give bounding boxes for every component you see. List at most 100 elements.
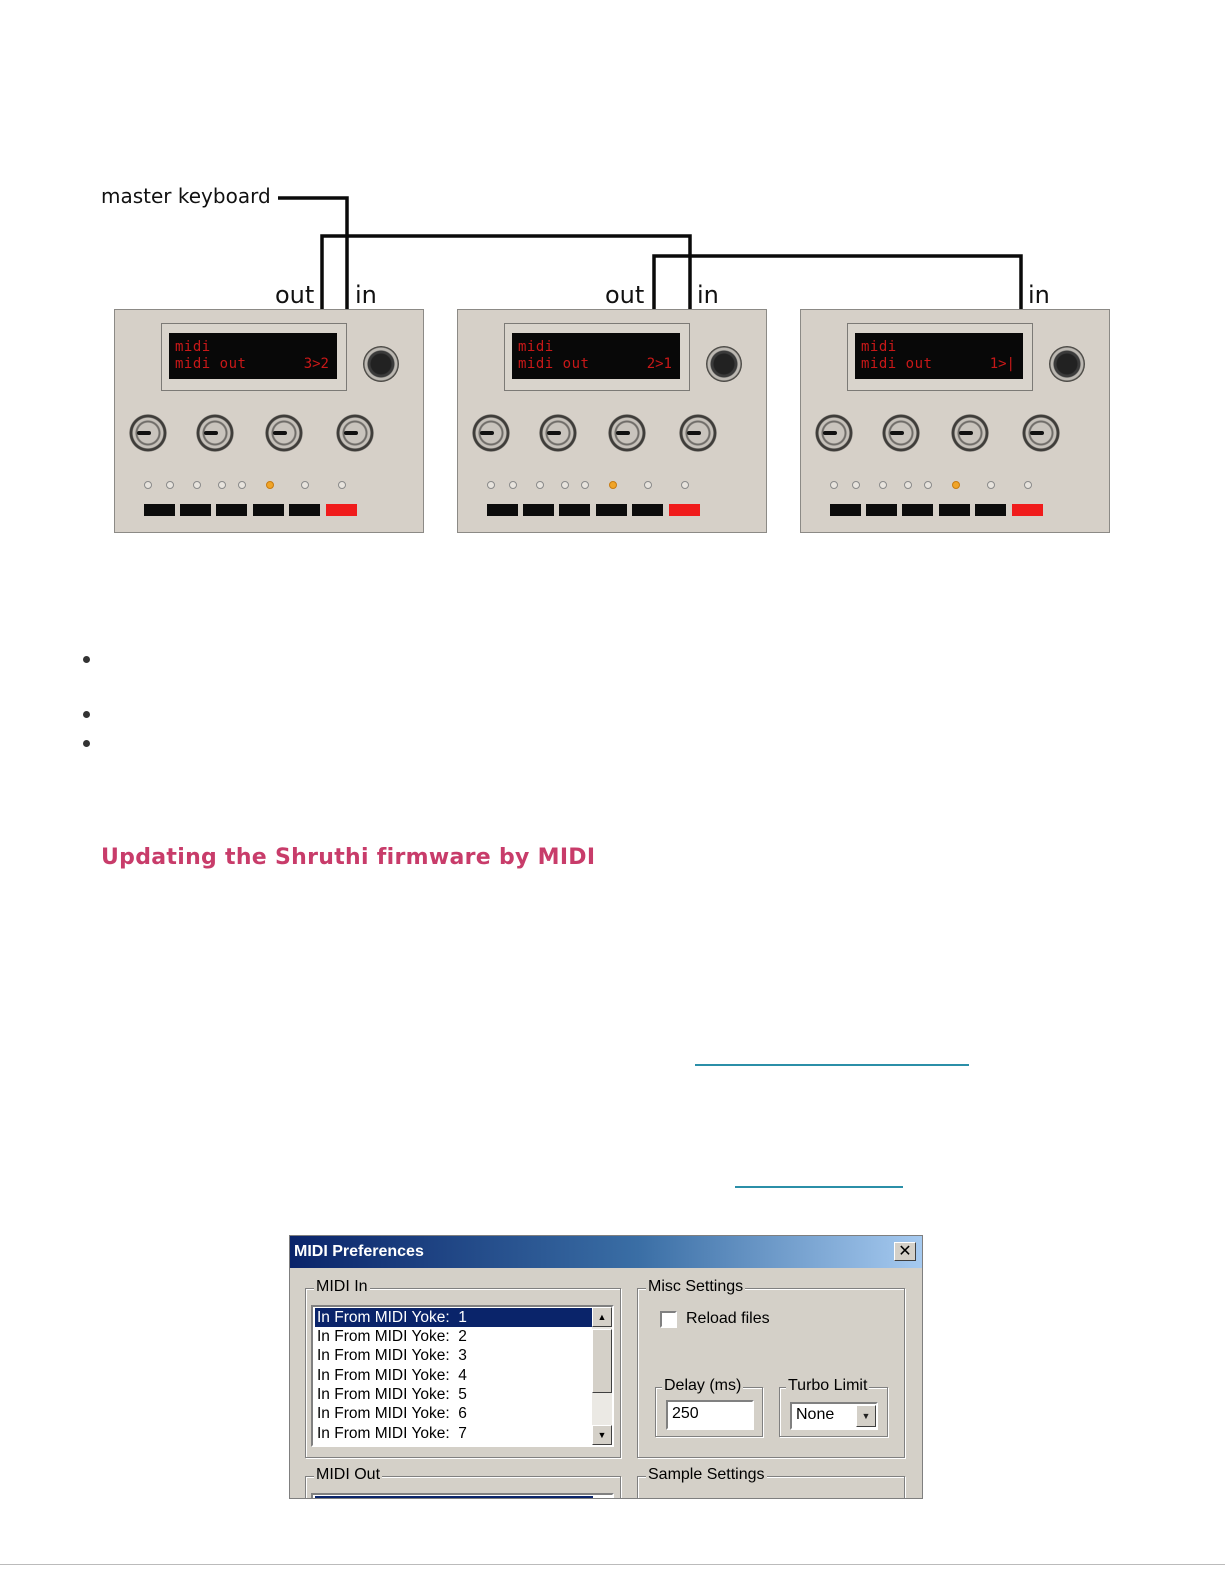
button[interactable] (830, 504, 861, 516)
down-arrow-icon[interactable]: ▼ (856, 1405, 876, 1427)
turbo-limit-group: Turbo Limit None ▼ (779, 1377, 888, 1437)
lcd-line-2: midi out (861, 356, 933, 372)
led (830, 481, 838, 489)
up-arrow-icon[interactable]: ▲ (592, 1307, 612, 1327)
button-active[interactable] (326, 504, 357, 516)
list-item[interactable]: In From MIDI Yoke: 3 (317, 1347, 467, 1364)
encoder-knob[interactable] (706, 346, 742, 382)
pot-knob-3[interactable] (608, 414, 646, 452)
encoder-knob[interactable] (1049, 346, 1085, 382)
sample-settings-group: Sample Settings (637, 1466, 905, 1498)
pot-knob-2[interactable] (882, 414, 920, 452)
window-titlebar[interactable]: MIDI Preferences ✕ (290, 1236, 922, 1268)
unit1-out-label: out (275, 281, 315, 309)
cable-unit2-to-unit3 (652, 254, 1023, 309)
pot-knob-3[interactable] (951, 414, 989, 452)
section-heading: Updating the Shruthi firmware by MIDI (101, 845, 596, 870)
lcd-bezel: midi midi out 1>| (847, 323, 1033, 391)
list-item[interactable]: In From MIDI Yoke: 6 (317, 1405, 467, 1422)
delay-label: Delay (ms) (662, 1377, 744, 1395)
led (193, 481, 201, 489)
unit3-in-label: in (1028, 281, 1050, 309)
button[interactable] (144, 504, 175, 516)
led (338, 481, 346, 489)
led (536, 481, 544, 489)
midi-preferences-window: MIDI Preferences ✕ MIDI In In From MIDI … (289, 1235, 923, 1499)
list-item[interactable]: In From MIDI Yoke: 7 (317, 1425, 467, 1442)
cable-unit1-to-unit2 (320, 234, 692, 309)
led (681, 481, 689, 489)
list-item[interactable]: In From MIDI Yoke: 2 (317, 1328, 467, 1345)
pot-knob-1[interactable] (815, 414, 853, 452)
button-active[interactable] (1012, 504, 1043, 516)
lcd-line-1: midi (518, 339, 554, 355)
pot-knob-2[interactable] (539, 414, 577, 452)
master-cable (278, 196, 349, 309)
button[interactable] (902, 504, 933, 516)
reload-files-label: Reload files (686, 1310, 770, 1327)
lcd-value: 3>2 (303, 356, 329, 372)
encoder-knob[interactable] (363, 346, 399, 382)
close-button[interactable]: ✕ (894, 1242, 916, 1261)
list-bullet (83, 740, 90, 747)
midi-in-label: MIDI In (314, 1278, 370, 1296)
lcd-value: 1>| (989, 356, 1015, 372)
shruthi-unit-1: midi midi out 3>2 (114, 309, 424, 533)
button[interactable] (253, 504, 284, 516)
list-bullet (83, 656, 90, 663)
led (238, 481, 246, 489)
led (561, 481, 569, 489)
close-icon: ✕ (898, 1241, 912, 1260)
pot-knob-3[interactable] (265, 414, 303, 452)
vertical-scrollbar[interactable]: ▲ ▼ (592, 1307, 612, 1445)
list-item[interactable]: In From MIDI Yoke: 5 (317, 1386, 467, 1403)
lcd-display: midi midi out 1>| (855, 333, 1023, 379)
led-active (266, 481, 274, 489)
list-item-selected[interactable] (315, 1496, 593, 1498)
button[interactable] (216, 504, 247, 516)
list-item-selected[interactable]: In From MIDI Yoke: 1 (315, 1308, 593, 1327)
pot-knob-4[interactable] (679, 414, 717, 452)
led (644, 481, 652, 489)
delay-group: Delay (ms) 250 (655, 1377, 763, 1437)
link-underline[interactable] (735, 1186, 903, 1188)
pot-knob-2[interactable] (196, 414, 234, 452)
led (218, 481, 226, 489)
midi-cables (278, 196, 1023, 309)
lcd-line-1: midi (861, 339, 897, 355)
led (987, 481, 995, 489)
lcd-value: 2>1 (646, 356, 672, 372)
shruthi-unit-2: midi midi out 2>1 (457, 309, 767, 533)
button[interactable] (975, 504, 1006, 516)
down-arrow-icon[interactable]: ▼ (592, 1425, 612, 1445)
button-active[interactable] (669, 504, 700, 516)
button[interactable] (632, 504, 663, 516)
button[interactable] (523, 504, 554, 516)
pot-knob-4[interactable] (336, 414, 374, 452)
button[interactable] (180, 504, 211, 516)
unit2-out-label: out (605, 281, 645, 309)
lcd-line-1: midi (175, 339, 211, 355)
button[interactable] (866, 504, 897, 516)
button[interactable] (559, 504, 590, 516)
reload-files-checkbox[interactable] (660, 1311, 677, 1328)
midi-in-listbox[interactable]: In From MIDI Yoke: 1 In From MIDI Yoke: … (311, 1305, 614, 1447)
link-underline[interactable] (695, 1064, 969, 1066)
midi-chain-diagram: master keyboard out in out in in midi mi… (0, 0, 1225, 560)
midi-out-listbox[interactable] (311, 1493, 614, 1498)
button[interactable] (487, 504, 518, 516)
led (904, 481, 912, 489)
pot-knob-4[interactable] (1022, 414, 1060, 452)
button[interactable] (939, 504, 970, 516)
scrollbar-thumb[interactable] (592, 1329, 612, 1393)
delay-input[interactable]: 250 (666, 1400, 754, 1430)
midi-in-group: MIDI In In From MIDI Yoke: 1 In From MID… (305, 1278, 621, 1458)
list-item[interactable]: In From MIDI Yoke: 4 (317, 1367, 467, 1384)
pot-knob-1[interactable] (472, 414, 510, 452)
pot-knob-1[interactable] (129, 414, 167, 452)
led-active (952, 481, 960, 489)
window-title: MIDI Preferences (294, 1243, 424, 1260)
button[interactable] (289, 504, 320, 516)
led (924, 481, 932, 489)
button[interactable] (596, 504, 627, 516)
